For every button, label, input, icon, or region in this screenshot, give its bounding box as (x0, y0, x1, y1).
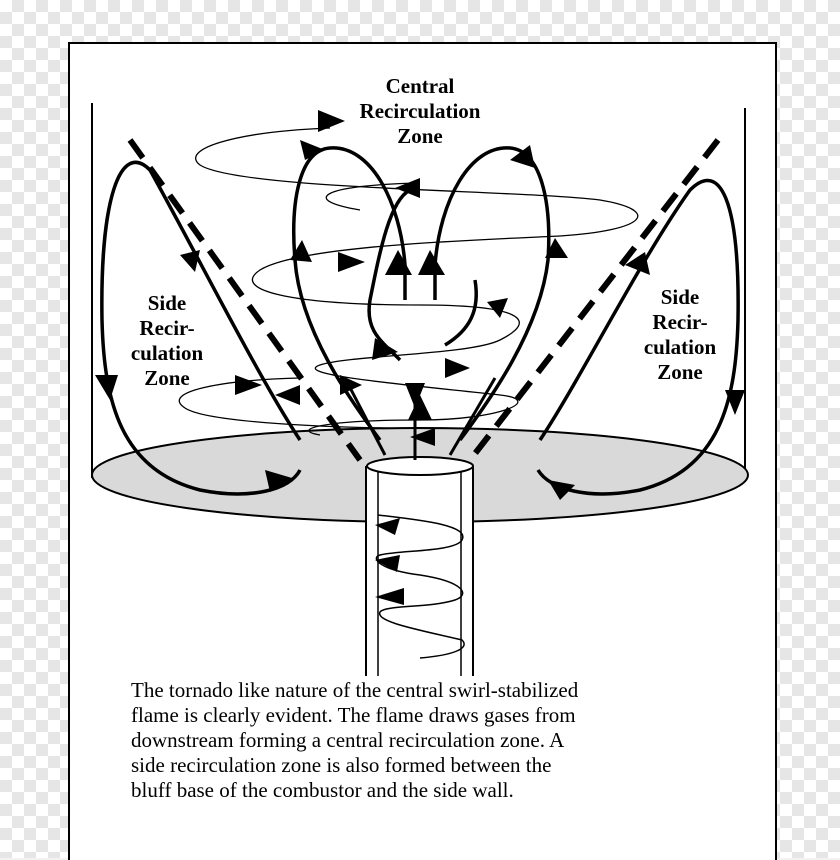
side-right-label-line-3: culation (643, 335, 717, 359)
caption-line-3: downstream forming a central recirculati… (131, 728, 565, 752)
central-recirculation-right (433, 146, 551, 442)
side-left-label-line-3: culation (130, 341, 204, 365)
side-recirculation-right-label: Side Recir- culation Zone (625, 285, 735, 385)
central-recirculation-label: Central Recirculation Zone (330, 74, 510, 149)
caption-line-4: side recirculation zone is also formed b… (131, 753, 552, 777)
side-left-label-line-2: Recir- (139, 316, 195, 340)
side-right-label-line-4: Zone (657, 360, 703, 384)
flame-swirl (178, 127, 639, 436)
side-recirculation-left-label: Side Recir- culation Zone (112, 291, 222, 391)
caption-line-1: The tornado like nature of the central s… (131, 678, 579, 702)
inlet-tube (365, 456, 474, 676)
side-left-label-line-4: Zone (144, 366, 190, 390)
central-recirculation-left (292, 146, 411, 442)
caption-line-5: bluff base of the combustor and the side… (131, 778, 514, 802)
central-label-line-3: Zone (397, 124, 443, 148)
caption-line-2: flame is clearly evident. The flame draw… (131, 703, 576, 727)
inlet-arrows (375, 518, 404, 605)
side-right-label-line-1: Side (660, 285, 700, 309)
central-label-line-2: Recirculation (359, 99, 481, 123)
inlet-swirl (375, 514, 465, 659)
figure-caption: The tornado like nature of the central s… (131, 678, 731, 803)
side-left-label-line-1: Side (147, 291, 187, 315)
side-right-label-line-2: Recir- (652, 310, 708, 334)
flow-arrowheads (95, 110, 745, 500)
side-recirculation-right (536, 178, 740, 496)
central-label-line-1: Central (385, 74, 455, 98)
side-recirculation-left (100, 160, 302, 496)
